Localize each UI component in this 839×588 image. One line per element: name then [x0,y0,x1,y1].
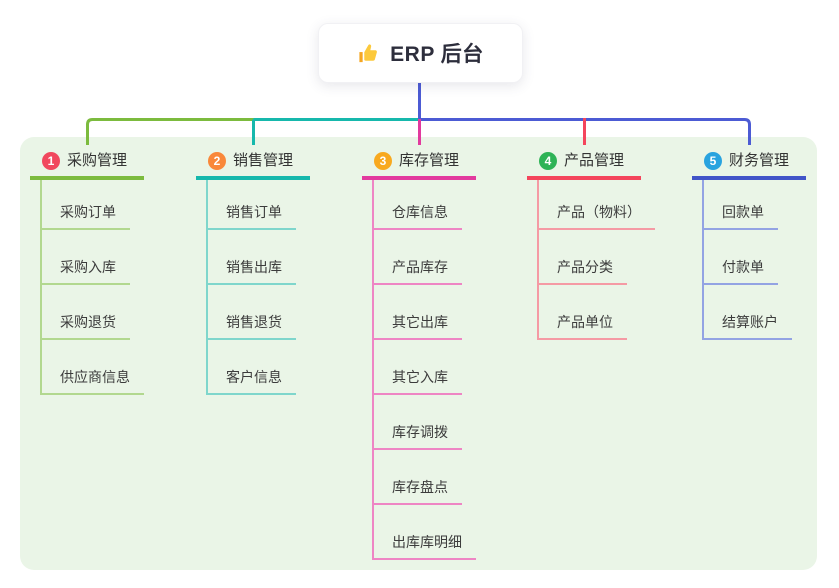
branch-inventory-management: 3 库存管理 仓库信息产品库存其它出库其它入库库存调拨库存盘点出库库明细 [362,151,476,560]
child-label: 销售出库 [226,259,282,275]
child-label: 销售订单 [226,204,282,220]
child-label: 销售退货 [226,314,282,330]
branch-number-badge: 3 [374,152,392,170]
branch-children: 产品（物料） 产品分类产品单位 [537,180,655,340]
branch-product-management: 4 产品管理 产品（物料） 产品分类产品单位 [527,151,655,340]
child-node[interactable]: 仓库信息 [374,180,462,230]
child-label: 付款单 [722,259,764,275]
child-label: 其它入库 [392,369,448,385]
child-node[interactable]: 回款单 [704,180,778,230]
branch-header[interactable]: 5 财务管理 [692,151,806,180]
child-label: 产品单位 [557,314,613,330]
branch-header[interactable]: 3 库存管理 [362,151,476,180]
child-label: 产品分类 [557,259,613,275]
child-label: 仓库信息 [392,204,448,220]
branch-header[interactable]: 2 销售管理 [196,151,310,180]
child-label: 采购退货 [60,314,116,330]
child-label: 客户信息 [226,369,282,385]
branch-header[interactable]: 4 产品管理 [527,151,641,180]
branch-title: 库存管理 [399,152,460,169]
branch-sales-management: 2 销售管理 销售订单销售出库销售退货客户信息 [196,151,310,395]
child-label: 库存盘点 [392,479,448,495]
child-label: 结算账户 [722,314,778,330]
child-node[interactable]: 产品库存 [374,230,462,285]
child-label: 采购订单 [60,204,116,220]
child-node[interactable]: 采购订单 [42,180,130,230]
background-panel [20,137,817,570]
child-node[interactable]: 销售退货 [208,285,296,340]
child-label: 采购入库 [60,259,116,275]
child-node[interactable]: 销售出库 [208,230,296,285]
child-node[interactable]: 供应商信息 [42,340,144,395]
child-node[interactable]: 产品单位 [539,285,627,340]
child-node[interactable]: 产品（物料） [539,180,655,230]
branch-title: 产品管理 [564,152,625,169]
child-node[interactable]: 库存盘点 [374,450,462,505]
branch-number-badge: 2 [208,152,226,170]
child-node[interactable]: 客户信息 [208,340,296,395]
child-label: 产品（物料） [557,204,641,220]
child-label: 库存调拨 [392,424,448,440]
branch-children: 回款单付款单结算账户 [702,180,792,340]
branch-children: 销售订单销售出库销售退货客户信息 [206,180,296,395]
child-label: 回款单 [722,204,764,220]
child-node[interactable]: 其它入库 [374,340,462,395]
thumbs-up-icon [359,43,378,62]
child-label: 产品库存 [392,259,448,275]
branch-purchase-management: 1 采购管理 采购订单采购入库采购退货供应商信息 [30,151,144,395]
child-node[interactable]: 结算账户 [704,285,792,340]
child-label: 出库库明细 [392,534,462,550]
child-node[interactable]: 付款单 [704,230,778,285]
root-title: ERP 后台 [390,43,484,66]
branch-number-badge: 5 [704,152,722,170]
root-node[interactable]: ERP 后台 [318,23,523,83]
branch-title: 采购管理 [67,152,128,169]
branch-title: 财务管理 [729,152,790,169]
child-label: 供应商信息 [60,369,130,385]
branch-header[interactable]: 1 采购管理 [30,151,144,180]
child-node[interactable]: 采购入库 [42,230,130,285]
child-node[interactable]: 采购退货 [42,285,130,340]
branch-title: 销售管理 [233,152,294,169]
branch-number-badge: 4 [539,152,557,170]
child-label: 其它出库 [392,314,448,330]
child-node[interactable]: 其它出库 [374,285,462,340]
branch-number-badge: 1 [42,152,60,170]
child-node[interactable]: 产品分类 [539,230,627,285]
branch-children: 采购订单采购入库采购退货供应商信息 [40,180,144,395]
branch-finance-management: 5 财务管理 回款单付款单结算账户 [692,151,806,340]
child-node[interactable]: 出库库明细 [374,505,476,560]
child-node[interactable]: 销售订单 [208,180,296,230]
branch-children: 仓库信息产品库存其它出库其它入库库存调拨库存盘点出库库明细 [372,180,476,560]
child-node[interactable]: 库存调拨 [374,395,462,450]
